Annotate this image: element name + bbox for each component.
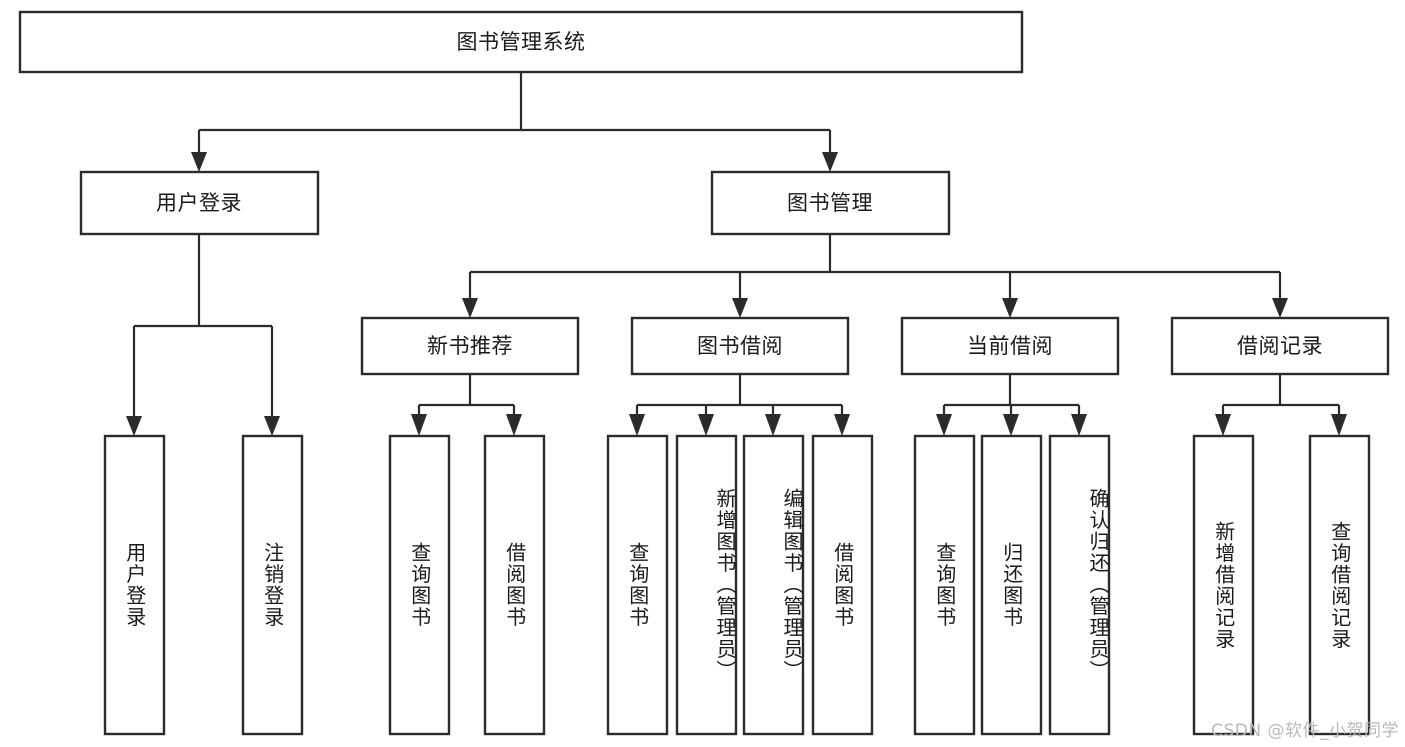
node-leaf-return-book[interactable] <box>980 434 1043 736</box>
node-leaf-add-record[interactable] <box>1192 434 1255 736</box>
arrow-head-book-borrow <box>732 298 748 318</box>
node-user-login[interactable] <box>79 170 320 236</box>
node-leaf-confirm-return[interactable] <box>1048 434 1111 736</box>
arrow-head-current-borrow <box>1002 298 1018 318</box>
arrow-head-leaf-query-book-2 <box>629 414 645 436</box>
arrow-head-user-login <box>191 152 207 172</box>
node-leaf-query-record[interactable] <box>1308 434 1371 736</box>
arrow-head-leaf-query-record <box>1331 414 1347 436</box>
arrow-head-leaf-edit-book <box>765 414 781 436</box>
node-leaf-add-book[interactable] <box>675 434 738 736</box>
node-leaf-edit-book[interactable] <box>742 434 805 736</box>
node-root-label: 图书管理系统 <box>457 30 586 54</box>
node-user-login-label: 用户登录 <box>156 191 242 215</box>
csdn-watermark: CSDN @软件_小贺同学 <box>1211 721 1399 741</box>
arrow-head-leaf-query-book-1 <box>411 414 427 436</box>
node-book-borrow-label: 图书借阅 <box>697 334 783 358</box>
arrow-head-leaf-user-login <box>126 416 142 436</box>
node-leaf-user-login[interactable] <box>103 434 166 736</box>
node-leaf-query-book-3[interactable] <box>913 434 976 736</box>
node-root[interactable] <box>18 10 1024 74</box>
node-new-book-recommend-label: 新书推荐 <box>427 334 513 358</box>
arrow-head-leaf-logout-login <box>264 416 280 436</box>
node-leaf-borrow-book-1[interactable] <box>483 434 546 736</box>
node-current-borrow[interactable] <box>900 316 1120 376</box>
arrow-head-leaf-confirm-return <box>1071 414 1087 436</box>
node-borrow-record[interactable] <box>1170 316 1390 376</box>
node-book-manage[interactable] <box>710 170 951 236</box>
arrow-head-leaf-query-book-3 <box>936 414 952 436</box>
node-leaf-borrow-book-2[interactable] <box>811 434 874 736</box>
arrow-head-leaf-borrow-book-2 <box>834 414 850 436</box>
arrow-head-leaf-add-record <box>1215 414 1231 436</box>
node-leaf-query-book-2[interactable] <box>606 434 669 736</box>
node-new-book-recommend[interactable] <box>360 316 580 376</box>
node-book-borrow[interactable] <box>630 316 850 376</box>
arrow-head-borrow-record <box>1272 298 1288 318</box>
arrow-head-book-manage <box>822 152 838 172</box>
arrow-head-leaf-borrow-book-1 <box>506 414 522 436</box>
arrow-head-leaf-return-book <box>1003 414 1019 436</box>
node-leaf-query-book-1[interactable] <box>388 434 451 736</box>
node-borrow-record-label: 借阅记录 <box>1237 334 1323 358</box>
arrow-head-leaf-add-book <box>698 414 714 436</box>
node-leaf-logout-login[interactable] <box>241 434 304 736</box>
node-layer: 图书管理系统 用户登录 图书管理 新书推荐 图书借阅 当前借阅 借阅记录 <box>18 10 1390 736</box>
node-current-borrow-label: 当前借阅 <box>967 334 1053 358</box>
connector-layer <box>126 72 1347 436</box>
arrow-head-new-book-recommend <box>462 298 478 318</box>
node-book-manage-label: 图书管理 <box>787 191 873 215</box>
